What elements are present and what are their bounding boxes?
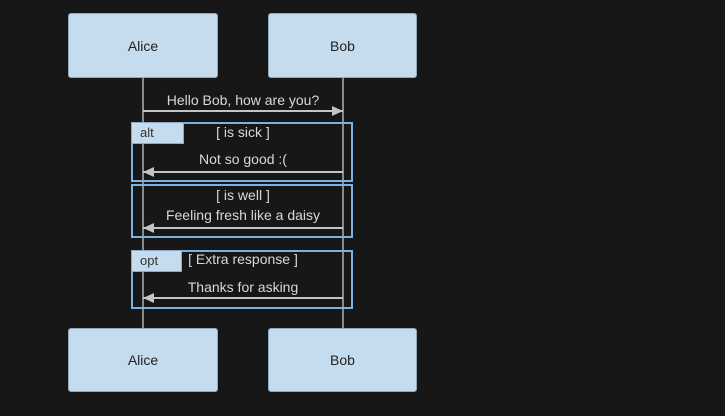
opt-frame-label: opt: [131, 250, 182, 272]
alt-frame-label: alt: [131, 122, 184, 144]
actor-alice-bottom: Alice: [68, 328, 218, 392]
actor-alice-top: Alice: [68, 13, 218, 78]
message-text-2: Not so good :(: [199, 151, 287, 167]
message-line-3: [143, 227, 343, 229]
message-line-1: [143, 110, 343, 112]
opt-frame: [131, 250, 353, 309]
arrowhead-left-icon: [143, 167, 154, 177]
actor-bob-bottom: Bob: [268, 328, 417, 392]
message-text-4: Thanks for asking: [187, 279, 299, 295]
message-text-1: Hello Bob, how are you?: [166, 92, 320, 108]
message-line-2: [143, 171, 343, 173]
actor-bob-top: Bob: [268, 13, 417, 78]
guard-text-is-sick: [ is sick ]: [216, 124, 270, 140]
lifeline-alice: [142, 78, 144, 328]
arrowhead-right-icon: [332, 106, 343, 116]
arrowhead-left-icon: [143, 223, 154, 233]
message-text-3: Feeling fresh like a daisy: [165, 207, 321, 223]
alt-frame-section-sick: [131, 122, 353, 182]
alt-frame-section-well: [131, 184, 353, 238]
lifeline-bob: [342, 78, 344, 328]
message-line-4: [143, 297, 343, 299]
guard-text-extra-response: [ Extra response ]: [188, 251, 298, 267]
guard-text-is-well: [ is well ]: [216, 187, 270, 203]
arrowhead-left-icon: [143, 293, 154, 303]
